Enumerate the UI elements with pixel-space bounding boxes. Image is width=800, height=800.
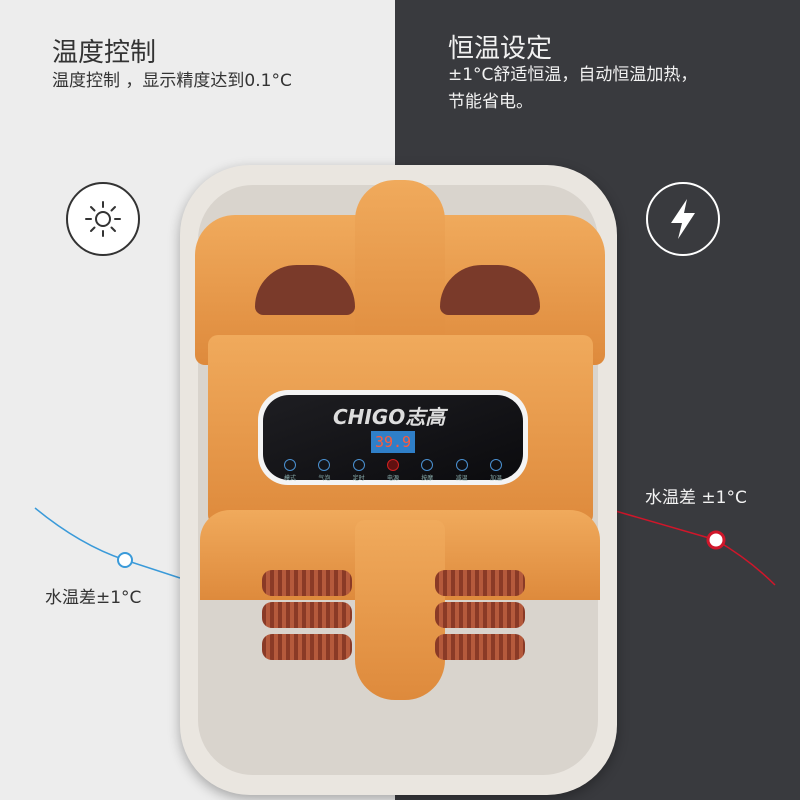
right-callout: 水温差 ±1°C <box>645 488 747 508</box>
roller <box>262 602 352 628</box>
lightning-icon <box>646 182 720 256</box>
left-description: 温度控制 ，显示精度达到0.1°C <box>52 71 292 91</box>
temperature-display: 39.9 <box>371 431 415 453</box>
bottom-divider <box>355 520 445 700</box>
roller <box>262 570 352 596</box>
right-foot-massager <box>440 265 540 315</box>
mode-button[interactable]: 模式 <box>277 459 303 482</box>
right-description-1: ±1°C舒适恒温，自动恒温加热， <box>448 65 698 85</box>
left-callout: 水温差±1°C <box>45 588 142 608</box>
power-button[interactable]: 电源 <box>380 459 406 482</box>
left-title: 温度控制 <box>52 38 157 68</box>
brand-logo: CHIGO志高 <box>333 405 446 429</box>
timer-button[interactable]: 定时 <box>346 459 372 482</box>
roller <box>262 634 352 660</box>
massage-button[interactable]: 按摩 <box>414 459 440 482</box>
roller <box>435 602 525 628</box>
sun-icon <box>66 182 140 256</box>
roller <box>435 570 525 596</box>
right-title: 恒温设定 <box>448 34 553 64</box>
temp-down-button[interactable]: 减温 <box>449 459 475 482</box>
roller <box>435 634 525 660</box>
right-description-2: 节能省电。 <box>448 92 533 112</box>
control-panel: CHIGO志高 39.9 模式 气泡 定时 电源 按摩 减温 加温 <box>258 390 528 485</box>
temp-up-button[interactable]: 加温 <box>483 459 509 482</box>
left-foot-massager <box>255 265 355 315</box>
bubble-button[interactable]: 气泡 <box>311 459 337 482</box>
